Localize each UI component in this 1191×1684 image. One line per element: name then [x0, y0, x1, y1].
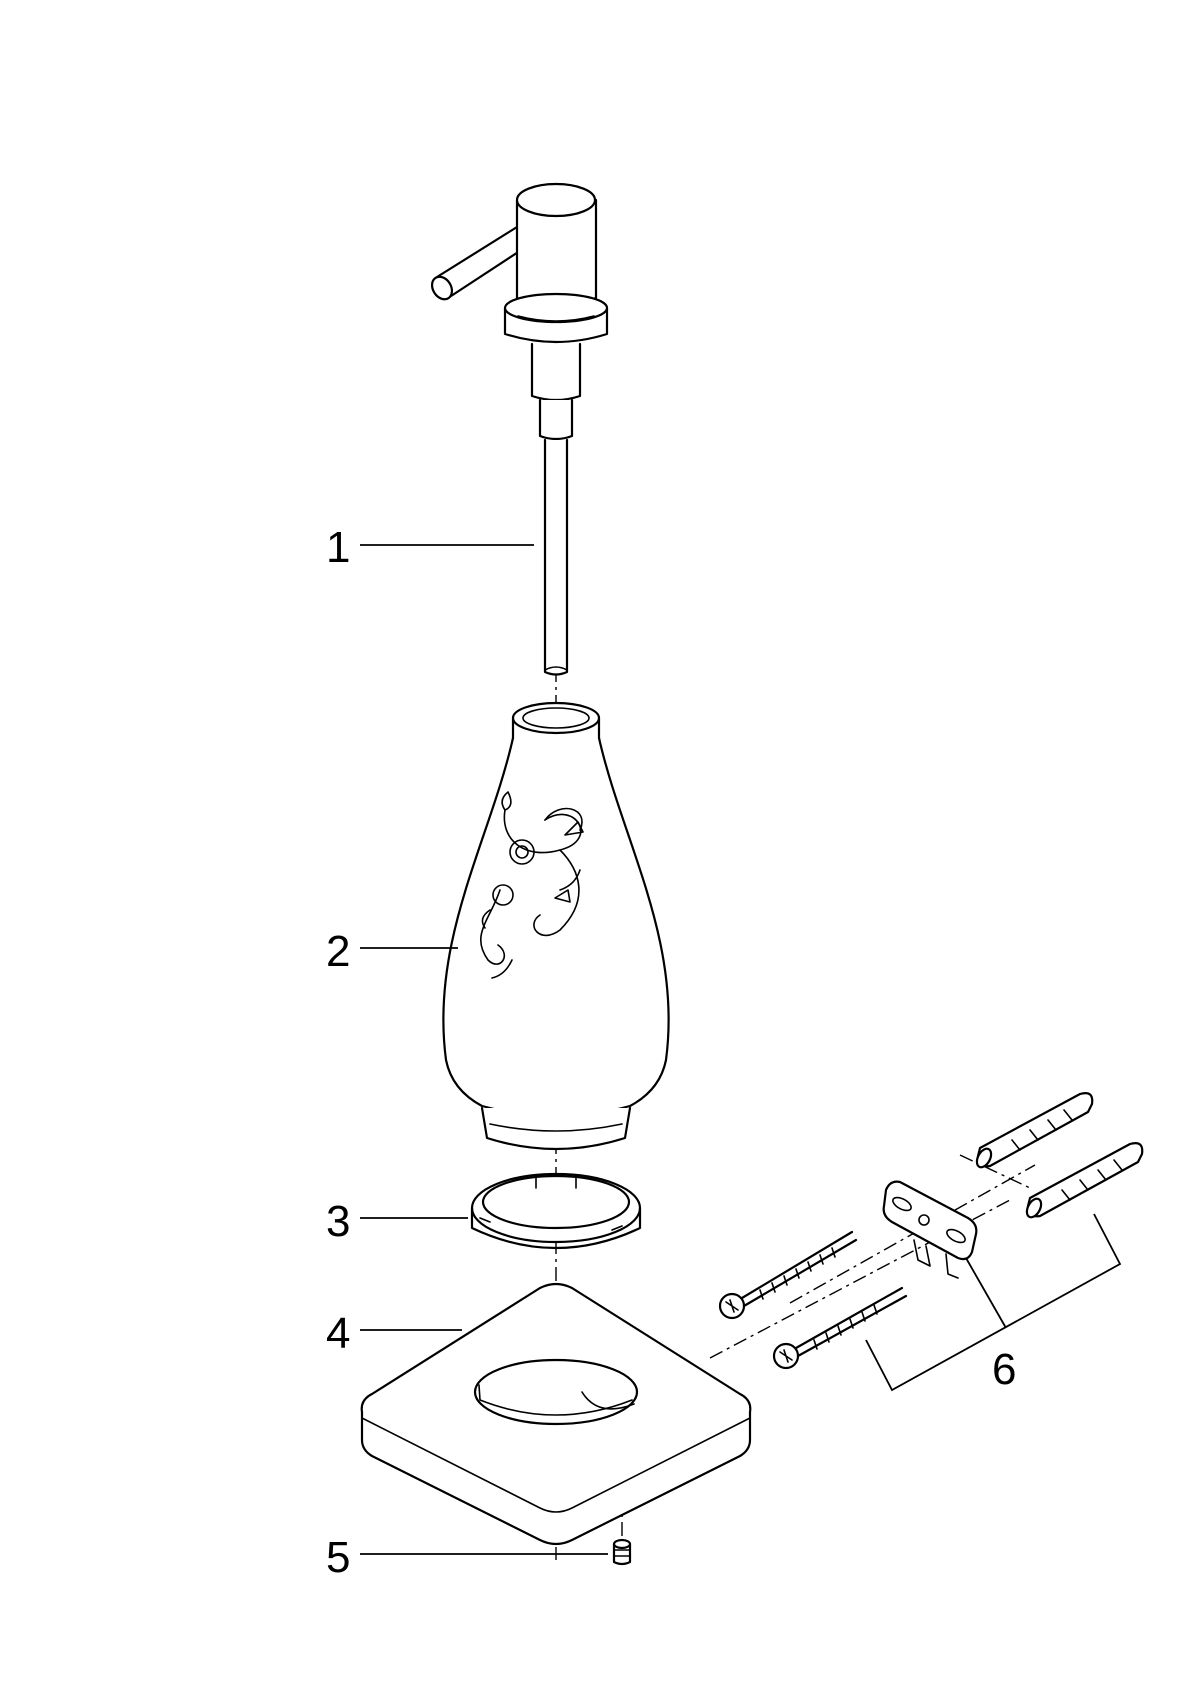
floral-pattern — [479, 791, 584, 979]
base-plate-icon — [360, 1282, 752, 1546]
ceramic-bottle-icon — [442, 701, 670, 1151]
part-number-6: 6 — [992, 1345, 1016, 1394]
set-screw-icon — [612, 1538, 632, 1566]
wall-plug-lower — [1025, 1142, 1144, 1219]
leader-lines — [360, 544, 608, 1555]
pump-head-icon — [430, 182, 609, 676]
wood-screw-upper — [718, 1230, 858, 1320]
mounting-bracket — [882, 1180, 978, 1279]
wall-mounting-kit-icon — [709, 1092, 1144, 1392]
part-number-5: 5 — [326, 1533, 350, 1582]
part-number-4: 4 — [326, 1309, 350, 1358]
part-number-3: 3 — [326, 1197, 350, 1246]
wall-plug-upper — [975, 1092, 1094, 1169]
wood-screw-lower — [772, 1286, 908, 1370]
retaining-ring-icon — [470, 1172, 642, 1250]
part-number-1: 1 — [326, 523, 350, 572]
part-number-2: 2 — [326, 927, 350, 976]
